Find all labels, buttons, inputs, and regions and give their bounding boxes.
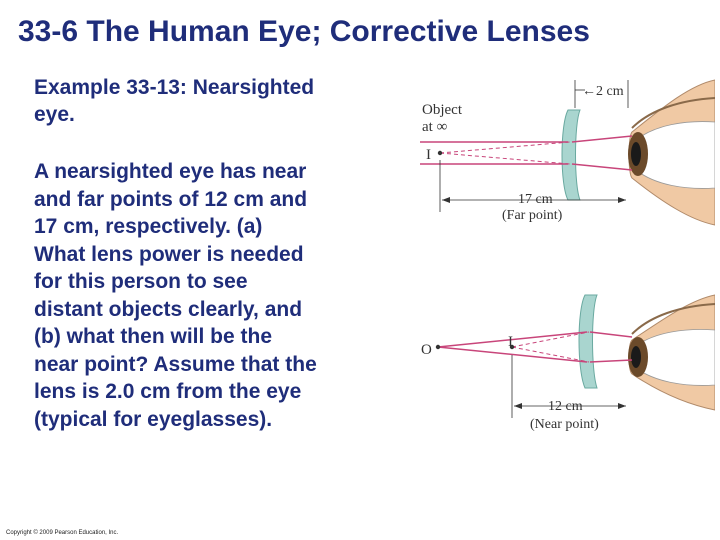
lens-diagram: Object at ∞ I ←2 cm 17 cm (Far point) (420, 79, 715, 432)
refracted-ray-upper-bottom (589, 331, 633, 338)
refracted-ray-upper (571, 135, 633, 143)
far-point-diagram: Object at ∞ I ←2 cm 17 cm (Far point) (420, 79, 715, 226)
problem-line: What lens power is needed (34, 242, 304, 266)
arrowhead-left (442, 197, 450, 203)
problem-line: lens is 2.0 cm from the eye (34, 380, 302, 403)
virtual-ray-upper-bottom (511, 331, 590, 348)
lens-distance-label: ←2 cm (582, 84, 624, 99)
problem-statement: A nearsighted eye has near and far point… (34, 158, 419, 433)
image-label-bottom: I (508, 334, 513, 350)
problem-line: and far points of 12 cm and (34, 187, 308, 211)
far-distance-label: 17 cm (518, 192, 553, 207)
object-ray-upper (437, 331, 588, 348)
near-distance-label: 12 cm (548, 399, 583, 414)
diverging-lens-bottom (578, 294, 598, 389)
near-image-point (509, 344, 515, 350)
example-heading-line-2: eye. (34, 103, 75, 126)
copyright-notice: Copyright © 2009 Pearson Education, Inc. (6, 530, 119, 536)
eye-illustration-top (628, 79, 715, 226)
far-point-caption: (Far point) (502, 208, 563, 223)
problem-line: 17 cm, respectively. (a) (34, 215, 263, 238)
problem-line: A nearsighted eye has near (34, 160, 307, 183)
object-point (435, 344, 441, 350)
object-label-line-2: at ∞ (422, 119, 447, 135)
object-label-bottom: O (421, 342, 432, 358)
far-image-point (437, 150, 443, 156)
near-point-diagram: O I 12 cm (Near point) (421, 294, 715, 432)
refracted-ray-lower-bottom (589, 359, 633, 363)
object-label-line-1: Object (422, 102, 463, 118)
arrowhead-left-bottom (514, 403, 522, 409)
arrowhead-right (618, 197, 626, 203)
object-ray-lower (437, 346, 588, 363)
example-heading-line-1: Example 33-13: Nearsighted (34, 76, 315, 99)
eye-illustration-bottom (628, 294, 715, 411)
refracted-ray-lower (571, 163, 633, 171)
problem-line: (typical for eyeglasses). (34, 407, 273, 431)
image-label-top: I (426, 147, 431, 163)
slide-title: 33-6 The Human Eye; Corrective Lenses (18, 15, 590, 48)
virtual-ray-lower-bottom (511, 346, 590, 363)
problem-line: (b) what then will be the (34, 325, 272, 348)
example-heading: Example 33-13: Nearsighted eye. (34, 74, 414, 128)
virtual-ray-lower (439, 152, 571, 165)
problem-line: distant objects clearly, and (34, 297, 303, 321)
problem-line: for this person to see (34, 270, 248, 293)
diverging-lens-top (561, 109, 581, 201)
virtual-ray-upper (439, 141, 571, 154)
near-point-caption: (Near point) (530, 417, 599, 432)
problem-line: near point? Assume that the (34, 352, 317, 376)
arrowhead-right-bottom (618, 403, 626, 409)
